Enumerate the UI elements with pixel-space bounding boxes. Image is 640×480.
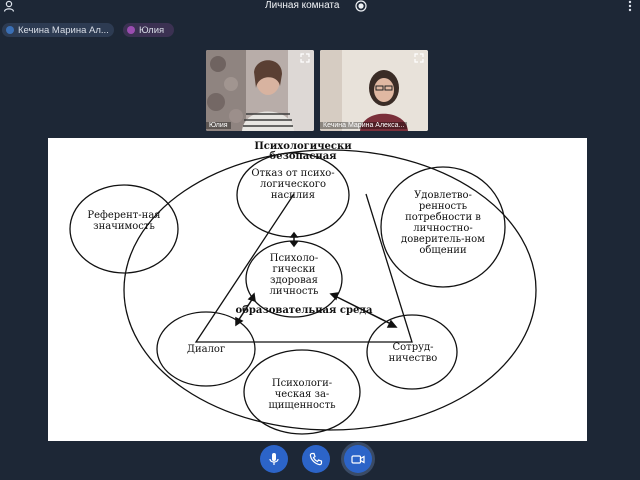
diagram-node-satisfaction: Удовлетво-ренность потребности в личност… [401,190,485,256]
top-bar: Личная комната [0,0,640,14]
diagram-node-cooperation: Сотруд-ничество [388,342,438,364]
avatar [6,26,14,34]
video-tile-name: Юлия [206,122,231,129]
diagram-node-healthy: Психоло-гически здоровая личность [269,253,319,297]
diagram-node-protection: Психологи-ческая за-щищенность [268,378,336,411]
call-button[interactable] [302,445,330,473]
video-tile-name: Кечина Марина Алекса... [320,122,408,129]
user-icon[interactable] [3,0,15,12]
camera-button[interactable] [344,445,372,473]
diagram-inner-label: образовательная среда [235,305,373,316]
video-tile[interactable]: Юлия [206,50,314,131]
expand-icon[interactable] [414,53,424,63]
participant-chip[interactable]: Кечина Марина Ал... [2,23,114,37]
room-title: Личная комната [265,0,340,11]
expand-icon[interactable] [300,53,310,63]
record-icon[interactable] [355,0,367,12]
diagram-lines [69,149,537,435]
shared-screen: Психологически безопасная Отказ от психо… [48,138,587,441]
video-feed [320,50,428,131]
diagram-node-refusal: Отказ от психо-логического насилия [251,168,335,201]
phone-icon [309,452,323,466]
diagram-node-referent: Референт-ная значимость [87,210,161,232]
microphone-button[interactable] [260,445,288,473]
more-options-icon[interactable] [624,0,636,12]
participant-chip[interactable]: Юлия [123,23,174,37]
diagram-outer-label: Психологически безопасная [254,141,352,162]
participant-name: Юлия [139,24,165,36]
microphone-icon [269,453,279,465]
diagram-node-dialog: Диалог [186,344,226,355]
camera-icon [351,455,365,464]
participant-name: Кечина Марина Ал... [18,24,109,36]
video-tile[interactable]: Кечина Марина Алекса... [320,50,428,131]
video-feed [206,50,314,131]
avatar [127,26,135,34]
